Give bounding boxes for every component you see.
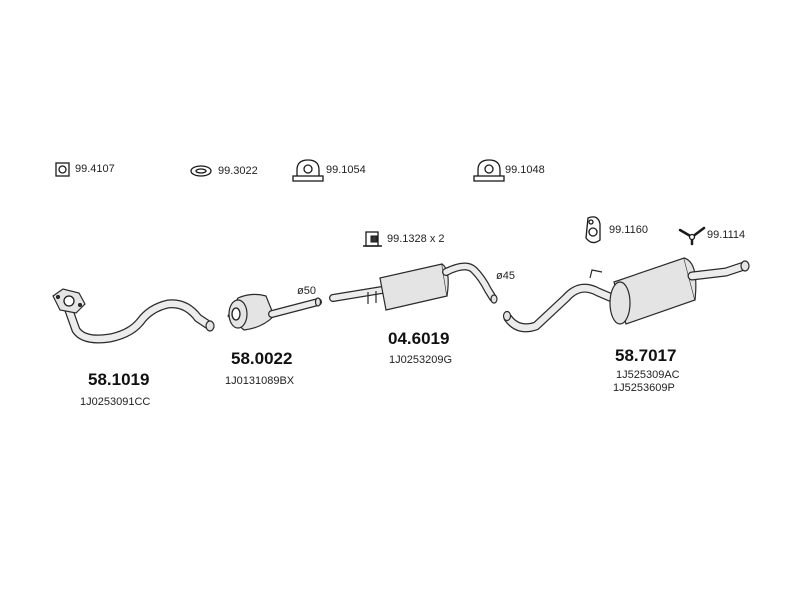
part-number: 58.7017 [615, 346, 677, 365]
oem-reference: 1J5253609P [613, 382, 675, 394]
bracket-icon [363, 231, 382, 247]
catalytic-converter-drawing [227, 293, 322, 331]
part-number: 58.0022 [231, 349, 293, 368]
diameter-label-cat: ø50 [297, 285, 316, 297]
part-number: 58.1019 [88, 370, 150, 389]
accessory-label-99-1048: 99.1048 [505, 164, 545, 176]
accessory-label-99-1160: 99.1160 [609, 224, 648, 236]
middle-silencer-drawing [329, 262, 498, 311]
accessory-label-99-4107: 99.4107 [75, 163, 115, 175]
front-pipe-drawing [52, 288, 215, 344]
oem-reference: 1J0253091CC [80, 396, 151, 408]
oem-reference: 1J0131089BX [225, 375, 295, 387]
oem-reference: 1J0253209G [389, 354, 452, 366]
accessory-label-99-1328: 99.1328 x 2 [387, 233, 445, 245]
accessory-label-99-1114: 99.1114 [707, 229, 746, 241]
rear-silencer-drawing [502, 257, 750, 333]
accessory-label-99-1054: 99.1054 [326, 164, 366, 176]
oem-reference: 1J525309AC [616, 369, 680, 381]
u-clamp-icon [473, 159, 505, 182]
accessory-label-99-3022: 99.3022 [218, 165, 258, 177]
diameter-label-mid: ø45 [496, 270, 515, 282]
part-number: 04.6019 [388, 329, 450, 348]
square-clamp-icon [55, 162, 70, 177]
rubber-hanger-icon [585, 216, 601, 244]
strap-hanger-icon [678, 226, 706, 246]
gasket-ring-icon [190, 165, 212, 177]
u-clamp-icon [292, 159, 324, 182]
